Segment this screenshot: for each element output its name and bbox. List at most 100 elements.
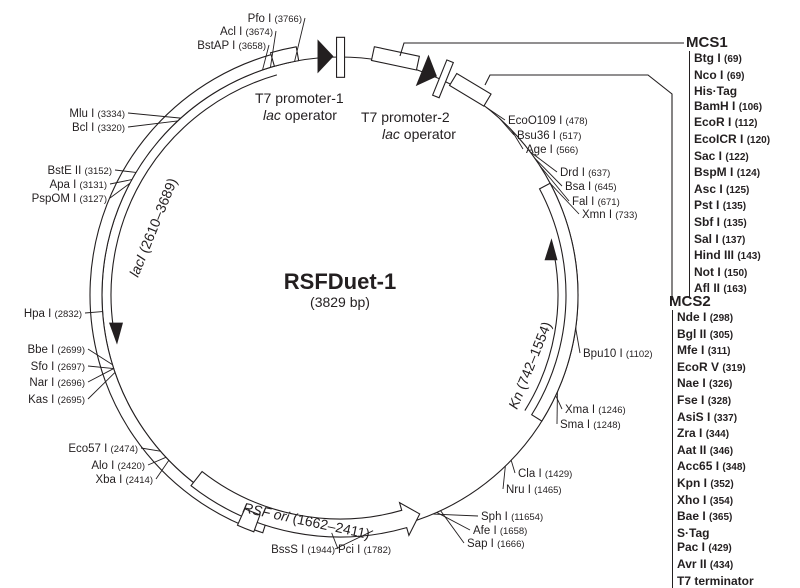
site-position: (348)	[722, 462, 745, 473]
site-position: (298)	[710, 313, 733, 324]
site-name: AsiS I	[677, 410, 710, 424]
site-position: (305)	[710, 330, 733, 341]
site-position: (3674)	[246, 27, 273, 38]
site-name: Hpa I	[24, 308, 55, 320]
site-position: (517)	[559, 131, 581, 142]
site-name: Afe I	[473, 525, 500, 537]
mcs1-site: Sbf I (135)	[694, 215, 770, 232]
site-position: (1782)	[364, 545, 391, 556]
mcs1-site: His·Tag	[694, 84, 770, 99]
site-position: (3766)	[275, 14, 302, 25]
lac-operator-1-label-text: operator	[281, 107, 337, 123]
site-position: (352)	[710, 479, 733, 490]
site-label: Sfo I (2697)	[31, 361, 85, 373]
mcs1-site: Pst I (135)	[694, 198, 770, 215]
site-name: Sfo I	[31, 361, 58, 373]
mcs2-site: Pac I (429)	[677, 540, 754, 557]
site-name: Nar I	[29, 377, 57, 389]
site-label: Acl I (3674)	[220, 26, 273, 38]
site-label: Apa I (3131)	[49, 179, 107, 191]
site-position: (3152)	[85, 166, 112, 177]
site-name: Fal I	[572, 196, 598, 208]
site-position: (326)	[709, 379, 732, 390]
kn-arrow-icon	[545, 238, 558, 260]
site-position: (143)	[737, 251, 760, 262]
mcs1-site: BamH I (106)	[694, 99, 770, 116]
site-position: (429)	[708, 543, 731, 554]
site-name: Aat II	[677, 443, 706, 457]
site-name: Nco I	[694, 68, 723, 82]
mcs1-box	[371, 47, 419, 70]
site-name: Cla I	[518, 468, 545, 480]
mcs2-site: AsiS I (337)	[677, 410, 754, 427]
site-name: BstE II	[47, 165, 84, 177]
site-name: Pac I	[677, 540, 705, 554]
restriction-site: EcoO109 I (478)	[487, 107, 588, 127]
mcs2-title: MCS2	[669, 294, 754, 310]
mcs2-panel: MCS2 Nde I (298)Bgl II (305) Mfe I (311) E…	[669, 294, 754, 588]
mcs1-site: Sac I (122)	[694, 149, 770, 166]
mcs1-site: EcoR I (112)	[694, 115, 770, 132]
mcs2-site: Acc65 I (348)	[677, 459, 754, 476]
site-label: Alo I (2420)	[91, 460, 145, 472]
mcs2-list: Nde I (298)Bgl II (305) Mfe I (311) EcoR V…	[672, 310, 754, 588]
site-label: Sap I (1666)	[467, 538, 525, 550]
mcs1-title: MCS1	[686, 35, 770, 51]
t7-promoter-2-label: T7 promoter-2	[361, 109, 450, 125]
site-label: Mlu I (3334)	[69, 108, 125, 120]
site-label: Nru I (1465)	[506, 484, 562, 496]
mcs2-site: S·Tag	[677, 526, 754, 541]
site-position: (311)	[708, 346, 731, 357]
site-position: (3131)	[80, 180, 107, 191]
site-name: Mlu I	[69, 108, 97, 120]
site-position: (1248)	[593, 420, 620, 431]
mcs2-site: Avr II (434)	[677, 557, 754, 574]
lac-operator-2-label-italic: lac	[382, 126, 400, 142]
site-position: (1944)	[308, 545, 335, 556]
site-name: Eco57 I	[68, 443, 110, 455]
restriction-site: Bpu10 I (1102)	[576, 328, 653, 360]
site-name: Sap I	[467, 538, 497, 550]
mcs1-site: Hind III (143)	[694, 248, 770, 265]
site-name: Apa I	[49, 179, 79, 191]
site-position: (3320)	[98, 123, 125, 134]
mcs1-site: EcoICR I (120)	[694, 132, 770, 149]
site-position: (3658)	[239, 41, 266, 52]
site-name: Mfe I	[677, 343, 704, 357]
site-position: (2699)	[58, 345, 85, 356]
mcs2-site: Nde I (298)	[677, 310, 754, 327]
site-name: Xba I	[95, 474, 125, 486]
site-name: S·Tag	[677, 526, 709, 540]
lac-operator-2-box	[433, 60, 454, 98]
site-name: Asc I	[694, 182, 723, 196]
mcs1-site: Not I (150)	[694, 265, 770, 282]
site-name: Kpn I	[677, 476, 707, 490]
site-label: Kas I (2695)	[28, 394, 85, 406]
site-label: EcoO109 I (478)	[508, 115, 588, 127]
site-name: EcoR V	[677, 360, 719, 374]
site-label: Sph I (11654)	[481, 511, 543, 523]
site-name: Bsu36 I	[517, 130, 559, 142]
laci-label-text: (2610–3689)	[134, 176, 180, 259]
site-name: PspOM I	[32, 193, 80, 205]
mcs2-site: Bae I (365)	[677, 509, 754, 526]
site-position: (733)	[615, 210, 637, 221]
site-label: Bcl I (3320)	[72, 122, 125, 134]
site-position: (2695)	[58, 395, 85, 406]
site-leader-line	[503, 466, 505, 489]
site-name: Pci I	[338, 544, 364, 556]
site-position: (344)	[706, 429, 729, 440]
mcs1-leader-line	[400, 43, 684, 56]
site-name: Bgl II	[677, 327, 706, 341]
site-name: BssS I	[271, 544, 307, 556]
site-name: Bae I	[677, 509, 706, 523]
site-label: Cla I (1429)	[518, 468, 572, 480]
site-leader-line	[511, 460, 515, 473]
site-position: (645)	[594, 182, 616, 193]
restriction-site: Cla I (1429)	[511, 460, 572, 480]
site-name: Drd I	[560, 167, 588, 179]
site-name: Sph I	[481, 511, 511, 523]
mcs2-site: Nae I (326)	[677, 376, 754, 393]
mcs2-site: Aat II (346)	[677, 443, 754, 460]
